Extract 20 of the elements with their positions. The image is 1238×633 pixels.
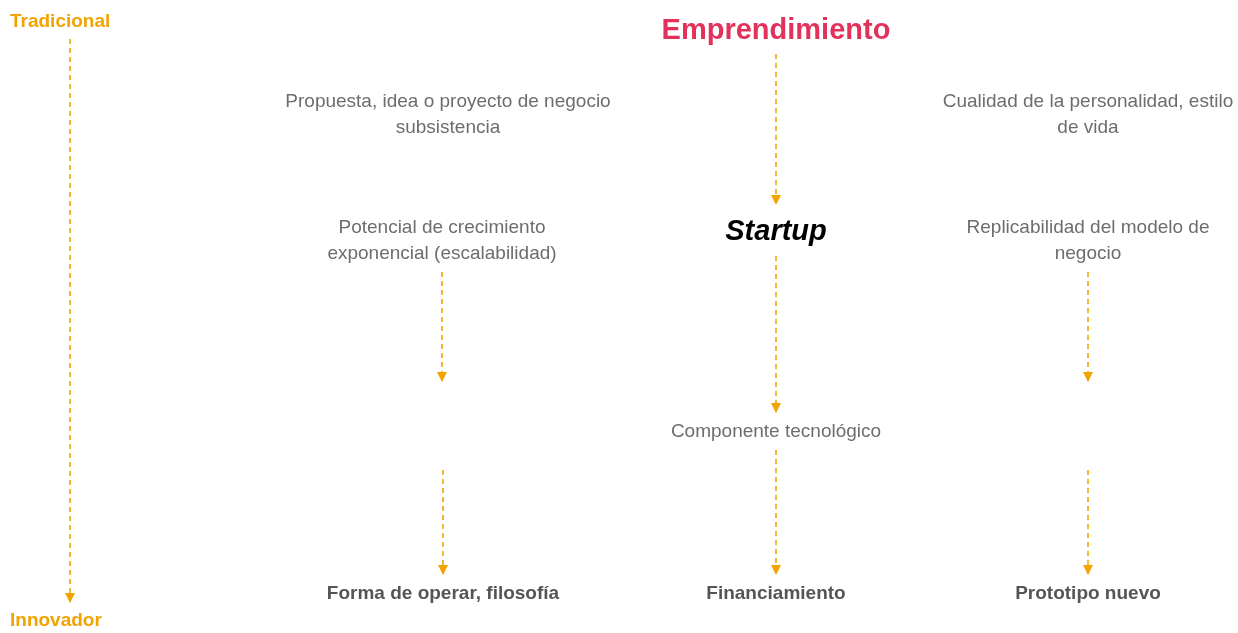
concept-text: Propuesta, idea o proyecto de negocio subsistencia [278, 88, 618, 140]
arrow [771, 449, 781, 575]
central-concept-text: Startup [676, 210, 876, 250]
axis-label: Innovador [10, 608, 102, 632]
concept-text: Replicabilidad del modelo de negocio [938, 214, 1238, 266]
arrow [771, 53, 781, 205]
concept-text: Cualidad de la personalidad, estilo de vida [938, 88, 1238, 140]
axis-label: Tradicional [10, 9, 111, 33]
outcome-text: Forma de operar, filosofía [283, 580, 603, 606]
arrow [65, 38, 75, 603]
arrow [771, 255, 781, 413]
title-text: Emprendimiento [596, 10, 956, 48]
concept-text: Potencial de crecimiento exponencial (escalabilidad) [292, 214, 592, 266]
outcome-text: Financiamiento [656, 580, 896, 606]
arrow [1083, 469, 1093, 575]
outcome-text: Prototipo nuevo [958, 580, 1218, 606]
arrow [438, 469, 448, 575]
concept-text: Componente tecnológico [626, 418, 926, 444]
arrow [437, 271, 447, 382]
arrow [1083, 271, 1093, 382]
